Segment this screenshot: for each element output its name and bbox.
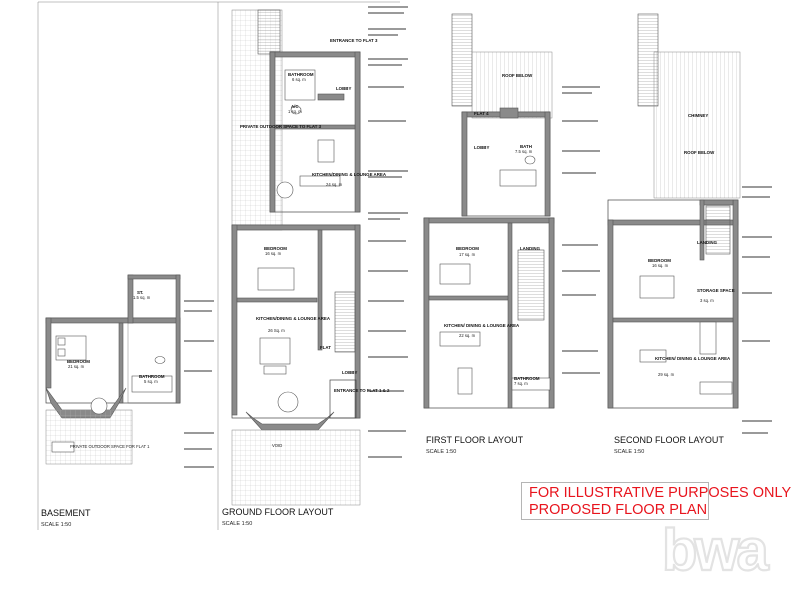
second-landing-label: LANDING bbox=[697, 240, 718, 245]
first-bedroom-area: 17 sq. m bbox=[459, 252, 476, 257]
basement-plan bbox=[45, 274, 181, 465]
basement-st-area: 1.5 sq. m bbox=[133, 295, 151, 300]
basement-title: BASEMENT bbox=[41, 508, 91, 518]
ground-kitchen-area: 24 sq. m bbox=[326, 182, 343, 187]
basement-bedroom-label: BEDROOM bbox=[67, 359, 90, 364]
disclaimer-line-2: PROPOSED FLOOR PLAN bbox=[529, 502, 708, 518]
spec-notes bbox=[184, 6, 772, 468]
first-bath-label: BATH bbox=[520, 144, 532, 149]
ground-scale: SCALE 1:50 bbox=[222, 521, 252, 527]
disclaimer-line-1: FOR ILLUSTRATIVE PURPOSES ONLY bbox=[529, 485, 792, 501]
basement-bathroom-area: 5 sq. m bbox=[144, 379, 158, 384]
disclaimer-box: FOR ILLUSTRATIVE PURPOSES ONLY PROPOSED … bbox=[521, 482, 792, 520]
second-bedroom-label: BEDROOM bbox=[648, 258, 671, 263]
ground-bathroom-area: 6 sq. m bbox=[292, 77, 306, 82]
basement-bedroom-area: 21 sq. m bbox=[68, 364, 85, 369]
first-bathroom-area: 7 sq. m bbox=[514, 381, 528, 386]
second-chimney-label: CHIMNEY bbox=[688, 113, 708, 118]
basement-bathroom-label: BATHROOM bbox=[139, 374, 165, 379]
bwa-logo: bwa bbox=[662, 520, 774, 580]
basement-st-label: ST. bbox=[137, 290, 143, 295]
bwa-logo-text: bwa bbox=[662, 520, 770, 580]
ground-kitchen2-area: 26 Sq. m bbox=[268, 328, 285, 333]
ground-lobby2-label: LOBBY bbox=[342, 370, 357, 375]
second-scale: SCALE 1:50 bbox=[614, 449, 644, 455]
ground-kitchen2-label: KITCHEN/DINING & LOUNGE AREA bbox=[256, 316, 331, 321]
second-kitchen-area: 29 sq. m bbox=[658, 372, 675, 377]
first-title: FIRST FLOOR LAYOUT bbox=[426, 435, 524, 445]
ground-flat-label: FLAT bbox=[320, 345, 331, 350]
first-flat-label: FLAT 4 bbox=[474, 111, 489, 116]
first-lobby-label: LOBBY bbox=[474, 145, 489, 150]
first-bedroom-label: BEDROOM bbox=[456, 246, 479, 251]
second-bedroom-area: 16 sq. m bbox=[652, 263, 669, 268]
ground-bathroom-label: BATHROOM bbox=[288, 72, 314, 77]
second-storage-area: 3 sq. m bbox=[700, 298, 714, 303]
second-storage-label: STORAGE SPACE bbox=[697, 288, 735, 293]
ground-title: GROUND FLOOR LAYOUT bbox=[222, 507, 334, 517]
ground-lobby-label: LOBBY bbox=[336, 86, 351, 91]
first-floor-plan bbox=[423, 13, 555, 409]
first-kitchen-label: KITCHEN/ DINING & LOUNGE AREA bbox=[444, 323, 520, 328]
ground-void-label: VOID bbox=[272, 443, 282, 448]
ground-entrance3-label: ENTRANCE TO FLAT 3 bbox=[330, 38, 378, 43]
ground-ac-area: 1 sq. m bbox=[288, 109, 302, 114]
ground-entrance12-label: ENTRANCE TO FLAT 1 & 2 bbox=[334, 388, 390, 393]
second-title: SECOND FLOOR LAYOUT bbox=[614, 435, 724, 445]
ground-private-outdoor-label: PRIVATE OUTDOOR SPACE TO FLAT 3 bbox=[240, 124, 322, 129]
second-floor-plan bbox=[607, 13, 741, 409]
basement-outdoor-label: PRIVATE OUTDOOR SPACE FOR FLAT 1 bbox=[70, 444, 150, 449]
first-bathroom-label: BATHROOM bbox=[514, 376, 540, 381]
ground-kitchen-label: KITCHEN/DINING & LOUNGE AREA bbox=[312, 172, 387, 177]
first-kitchen-area: 22 sq. m bbox=[459, 333, 476, 338]
ground-bedroom-label: BEDROOM bbox=[264, 246, 287, 251]
ground-floor-plan bbox=[231, 9, 361, 506]
first-bath-area: 7.5 sq. m bbox=[515, 149, 533, 154]
first-roof-below-label: ROOF BELOW bbox=[502, 73, 533, 78]
ground-bedroom-area: 16 sq. m bbox=[265, 251, 282, 256]
ground-ac-label: A/C bbox=[291, 104, 299, 109]
basement-scale: SCALE 1:50 bbox=[41, 522, 71, 528]
first-scale: SCALE 1:50 bbox=[426, 449, 456, 455]
second-roof-below-label: ROOF BELOW bbox=[684, 150, 715, 155]
first-landing-label: LANDING bbox=[520, 246, 541, 251]
second-kitchen-label: KITCHEN/ DINING & LOUNGE AREA bbox=[655, 356, 731, 361]
